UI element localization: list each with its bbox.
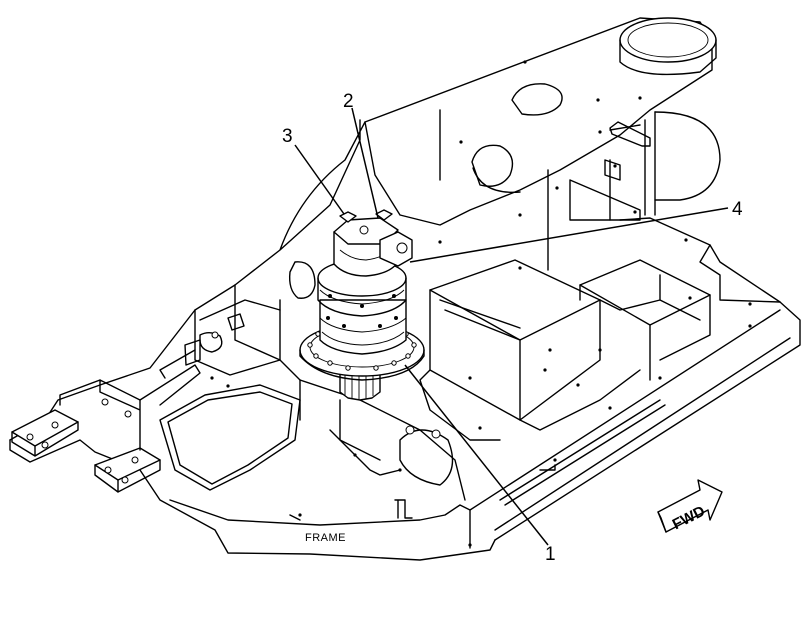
right-box-1	[429, 259, 601, 341]
fwd-arrow-shape	[657, 479, 723, 533]
swing-drive-assembly	[299, 209, 425, 401]
callouts: 1 2 3 4	[282, 91, 743, 565]
callout-4: 4	[732, 199, 743, 220]
callout-1: 1	[545, 544, 556, 565]
base-frame	[9, 119, 801, 561]
leader-line-2	[351, 107, 379, 219]
callout-2: 2	[343, 91, 354, 112]
upper-frame	[364, 17, 721, 271]
frame-holes	[26, 60, 752, 547]
leader-line-1	[404, 364, 549, 546]
left-arm-plate	[11, 409, 79, 447]
reduction-housing	[319, 299, 407, 355]
callout-3: 3	[282, 126, 293, 147]
leader-line-3	[294, 144, 345, 215]
motor-port-block	[379, 231, 413, 267]
frame-label: FRAME	[305, 532, 346, 544]
leader-lines	[294, 107, 729, 546]
leader-line-4	[409, 207, 729, 263]
boss-top-right	[619, 17, 717, 63]
forward-direction-arrow: FWD	[657, 479, 723, 533]
